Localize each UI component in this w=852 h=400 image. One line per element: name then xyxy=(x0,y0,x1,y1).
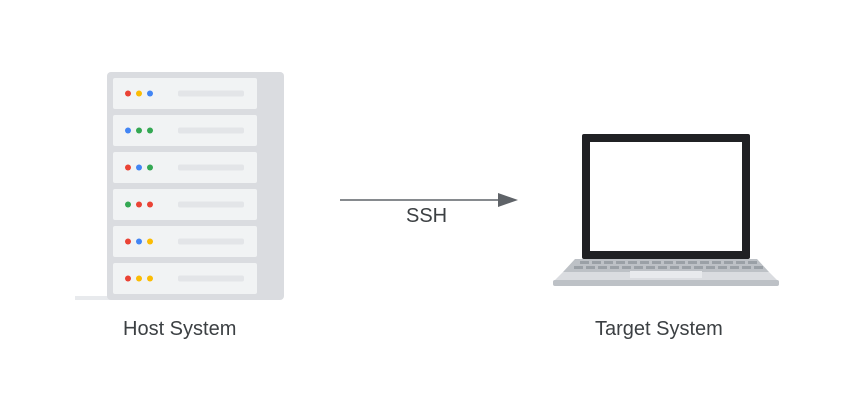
status-light xyxy=(147,238,153,245)
keyboard-key xyxy=(718,266,727,269)
keyboard-key xyxy=(742,266,751,269)
keyboard-key xyxy=(616,261,625,264)
keyboard-key xyxy=(700,261,709,264)
connection-label: SSH xyxy=(406,205,448,227)
keyboard-key xyxy=(592,261,601,264)
drive-slot xyxy=(178,275,244,282)
server-unit xyxy=(113,78,257,109)
keyboard-key xyxy=(724,261,733,264)
drive-slot xyxy=(178,238,244,245)
keyboard-key xyxy=(748,261,757,264)
keyboard-key xyxy=(628,261,637,264)
server-unit xyxy=(113,189,257,220)
status-light xyxy=(136,127,142,134)
status-light xyxy=(125,275,131,282)
keyboard-key xyxy=(736,261,745,264)
laptop-icon xyxy=(553,134,779,286)
server-unit xyxy=(113,226,257,257)
keyboard-key xyxy=(574,266,583,269)
status-light xyxy=(136,238,142,245)
keyboard-key xyxy=(682,266,691,269)
status-light xyxy=(136,201,142,208)
server-unit xyxy=(113,263,257,294)
status-light xyxy=(125,127,131,134)
keyboard-key xyxy=(664,261,673,264)
drive-slot xyxy=(178,90,244,97)
keyboard-key xyxy=(604,261,613,264)
server-rack-icon xyxy=(75,72,284,300)
arrow-right-icon xyxy=(340,193,518,207)
status-light xyxy=(125,90,131,97)
status-light xyxy=(125,238,131,245)
keyboard-key xyxy=(658,266,667,269)
status-light xyxy=(136,90,142,97)
keyboard-key xyxy=(670,266,679,269)
keyboard-key xyxy=(646,266,655,269)
keyboard-key xyxy=(640,261,649,264)
keyboard-key xyxy=(580,261,589,264)
keyboard-key xyxy=(706,266,715,269)
drive-slot xyxy=(178,127,244,134)
server-unit xyxy=(113,152,257,183)
keyboard-key xyxy=(586,266,595,269)
keyboard-key xyxy=(610,266,619,269)
drive-slot xyxy=(178,201,244,208)
keyboard-key xyxy=(598,266,607,269)
status-light xyxy=(147,127,153,134)
keyboard-key xyxy=(652,261,661,264)
keyboard-key xyxy=(676,261,685,264)
status-light xyxy=(147,164,153,171)
server-unit xyxy=(113,115,257,146)
host-label: Host System xyxy=(123,318,237,340)
status-light xyxy=(125,164,131,171)
keyboard-key xyxy=(754,266,763,269)
drive-slot xyxy=(178,164,244,171)
status-light xyxy=(125,201,131,208)
status-light xyxy=(136,164,142,171)
status-light xyxy=(147,90,153,97)
status-light xyxy=(147,275,153,282)
status-light xyxy=(147,201,153,208)
keyboard-key xyxy=(730,266,739,269)
keyboard-key xyxy=(622,266,631,269)
target-label: Target System xyxy=(595,318,723,340)
keyboard-key xyxy=(694,266,703,269)
keyboard-key xyxy=(634,266,643,269)
keyboard-key xyxy=(712,261,721,264)
keyboard-key xyxy=(688,261,697,264)
status-light xyxy=(136,275,142,282)
